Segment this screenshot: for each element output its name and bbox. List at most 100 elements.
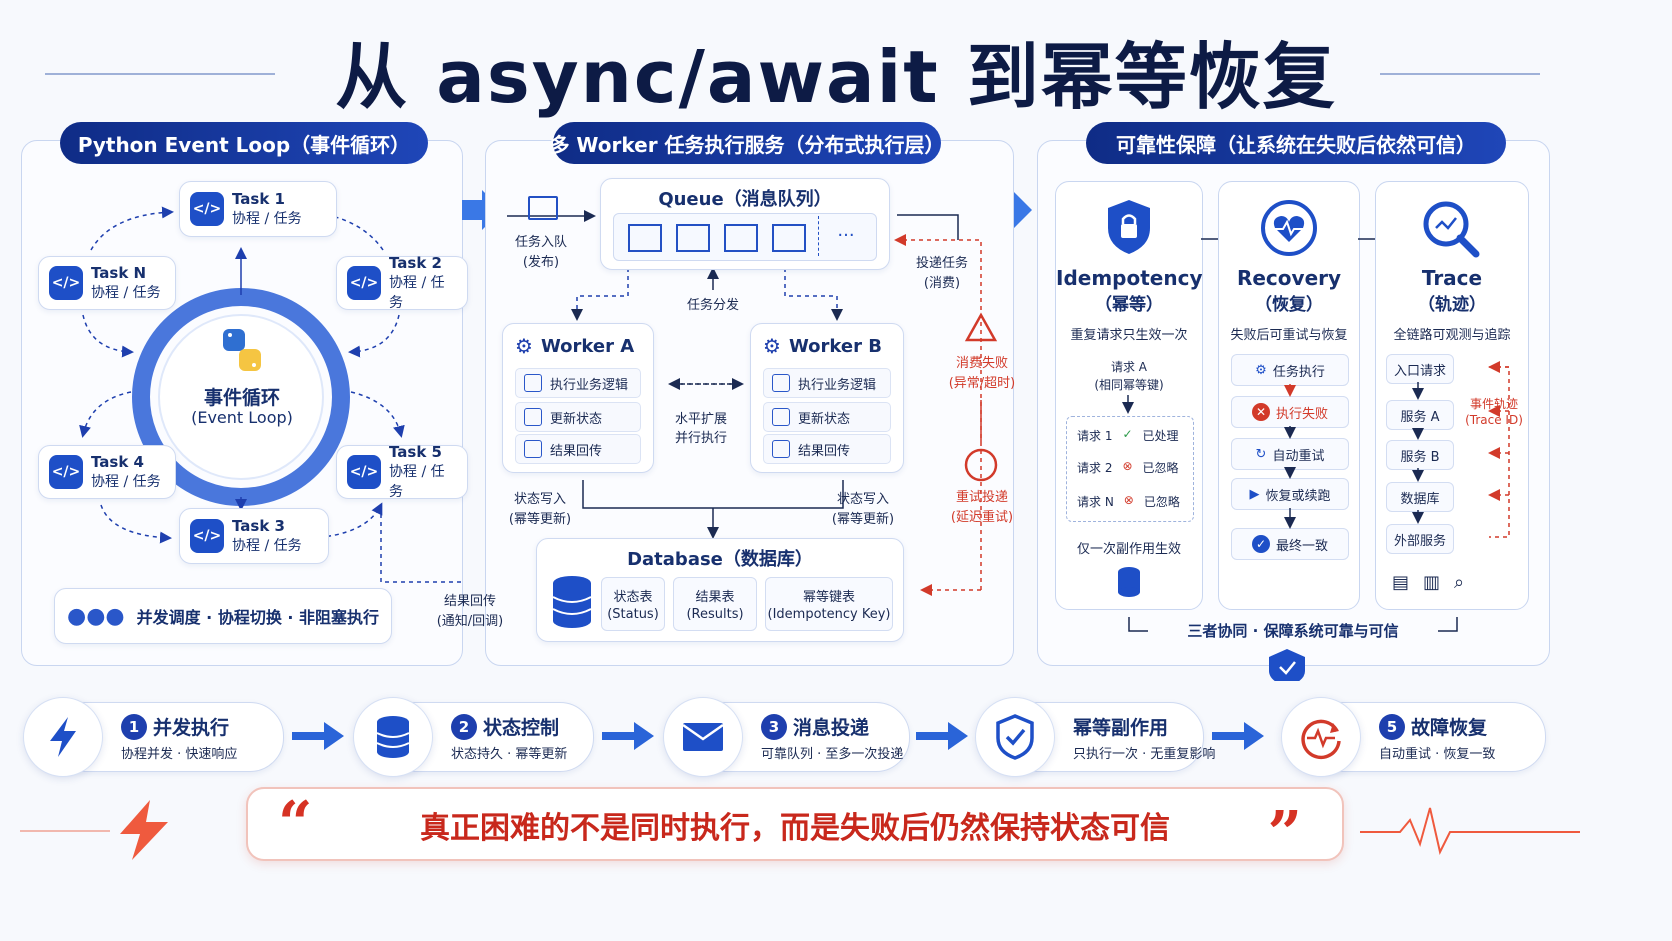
mail-icon	[528, 196, 558, 220]
recovery-desc: 失败后可重试与恢复	[1230, 328, 1348, 343]
code-icon: </>	[347, 455, 381, 489]
trace-desc: 全链路可观测与追踪	[1393, 328, 1511, 343]
dispatch-label: 任务分发	[686, 298, 739, 313]
worker-flow-diagram	[507, 210, 998, 596]
message-icon	[724, 224, 758, 252]
idempotency-title-cn: （幂等）	[1095, 295, 1163, 315]
message-icon	[628, 224, 662, 252]
pulse-decoration-icon	[1360, 807, 1580, 855]
page-title: 从 async/await 到幂等恢复	[335, 35, 1337, 119]
quote-decoration-left	[20, 830, 110, 832]
gear-icon: ⚙	[763, 334, 781, 358]
database-title: Database（数据库）	[627, 549, 813, 570]
step-arrow	[292, 722, 344, 750]
task-card-5[interactable]: </> Task 5 协程 / 任务	[336, 443, 468, 500]
mail-icon	[663, 697, 743, 777]
step-desc: 只执行一次 · 无重复影响	[1073, 747, 1216, 762]
cross-icon: ⊗	[1123, 493, 1134, 507]
open-quote-icon: “	[278, 789, 313, 859]
request-label: 请求 1	[1077, 429, 1113, 443]
request-row: 请求 1✓已处理	[1077, 427, 1179, 444]
recovery-step: ⚙任务执行	[1231, 354, 1349, 386]
trace-step: 服务 B	[1386, 440, 1454, 470]
database-icon	[353, 697, 433, 777]
gear-icon: ⚙	[515, 334, 533, 358]
queue-more: ···	[818, 216, 873, 256]
lock-shield-icon	[1104, 198, 1154, 256]
magnifier-icon	[1420, 198, 1480, 258]
trace-step: 入口请求	[1386, 354, 1454, 384]
request-row: 请求 N⊗已忽略	[1077, 493, 1180, 510]
step-arrow	[916, 722, 968, 750]
worker-b: ⚙ Worker B 执行业务逻辑 更新状态 结果回传	[750, 323, 904, 473]
quote-banner: “ 真正困难的不是同时执行，而是失败后仍然保持状态可信 ”	[246, 787, 1344, 869]
worker-row-label: 更新状态	[550, 411, 603, 427]
table-sub: (Results)	[686, 607, 744, 622]
task-sub: 协程 / 任务	[389, 464, 445, 500]
trace-title: Trace	[1421, 266, 1483, 290]
task-icon	[524, 374, 542, 392]
database-box: Database（数据库） 状态表(Status) 结果表(Results) 幂…	[536, 538, 904, 642]
gear-icon: ⚙	[1255, 362, 1267, 378]
worker-a-row: 执行业务逻辑	[515, 368, 641, 398]
recovery-column: Recovery （恢复） 失败后可重试与恢复 ⚙任务执行 ✕执行失败 ↻自动重…	[1218, 181, 1360, 610]
recovery-step: ↻自动重试	[1231, 438, 1349, 470]
retry-label: 重试投递 (延迟重试)	[950, 490, 1014, 525]
table-name: 幂等键表	[802, 590, 855, 605]
worker-b-row: 结果回传	[763, 434, 891, 464]
step-title: 消息投递	[793, 717, 870, 739]
task-sub: 协程 / 任务	[91, 474, 161, 490]
worker-a-row: 更新状态	[515, 402, 641, 432]
step-number: 3	[761, 713, 787, 740]
recovery-step-label: 最终一致	[1275, 538, 1328, 554]
python-logo-icon	[219, 327, 265, 373]
event-loop-center-sub: (Event Loop)	[191, 408, 293, 427]
step-desc: 可靠队列 · 至多一次投递	[761, 747, 904, 762]
request-label: 请求 2	[1077, 461, 1113, 475]
queue-title: Queue（消息队列）	[658, 189, 832, 210]
task-sub: 协程 / 任务	[232, 211, 302, 227]
step-title: 状态控制	[483, 717, 560, 739]
task-name: Task 3	[232, 517, 285, 535]
check-circle-icon: ✓	[1251, 535, 1270, 553]
recovery-step-label: 恢复或续跑	[1265, 488, 1331, 504]
idempotency-footer: 仅一次副作用生效	[1076, 542, 1181, 557]
step-arrow	[602, 722, 654, 750]
worker-row-label: 执行业务逻辑	[550, 377, 629, 393]
event-loop-center-title: 事件循环	[203, 387, 280, 409]
task-sub: 协程 / 任务	[91, 285, 161, 301]
worker-a-row: 结果回传	[515, 434, 641, 464]
shield-check-icon	[975, 697, 1055, 777]
title-decoration-right	[1380, 73, 1540, 75]
error-icon: ✕	[1251, 403, 1270, 421]
task-name: Task 4	[91, 453, 144, 471]
task-icon	[772, 374, 790, 392]
step-number: 2	[451, 713, 477, 740]
step-arrow	[1212, 722, 1264, 750]
document-icon: ▤	[1392, 572, 1424, 593]
heartbeat-icon	[1261, 200, 1317, 256]
task-icon	[772, 440, 790, 458]
request-label: 请求 N	[1077, 495, 1114, 509]
task-name: Task 5	[389, 443, 442, 461]
write-left-label: 状态写入 (幂等更新)	[508, 492, 572, 527]
database-icon	[1116, 566, 1142, 598]
task-icon	[772, 408, 790, 426]
step-title: 故障恢复	[1411, 717, 1488, 739]
event-loop-footer: ●●● 并发调度 · 协程切换 · 非阻塞执行	[54, 588, 392, 644]
recovery-icon	[1281, 697, 1361, 777]
event-loop-diagram	[79, 206, 461, 583]
queue-box: Queue（消息队列） ···	[600, 178, 890, 270]
trace-title-cn: （轨迹）	[1418, 295, 1486, 315]
worker-row-label: 结果回传	[798, 443, 851, 459]
quote-text: 真正困难的不是同时执行，而是失败后仍然保持状态可信	[420, 811, 1170, 846]
search-icon: ⌕	[1454, 572, 1479, 593]
recovery-title-cn: （恢复）	[1255, 295, 1323, 315]
recovery-step: ▶恢复或续跑	[1231, 478, 1349, 510]
code-icon: </>	[49, 266, 83, 300]
